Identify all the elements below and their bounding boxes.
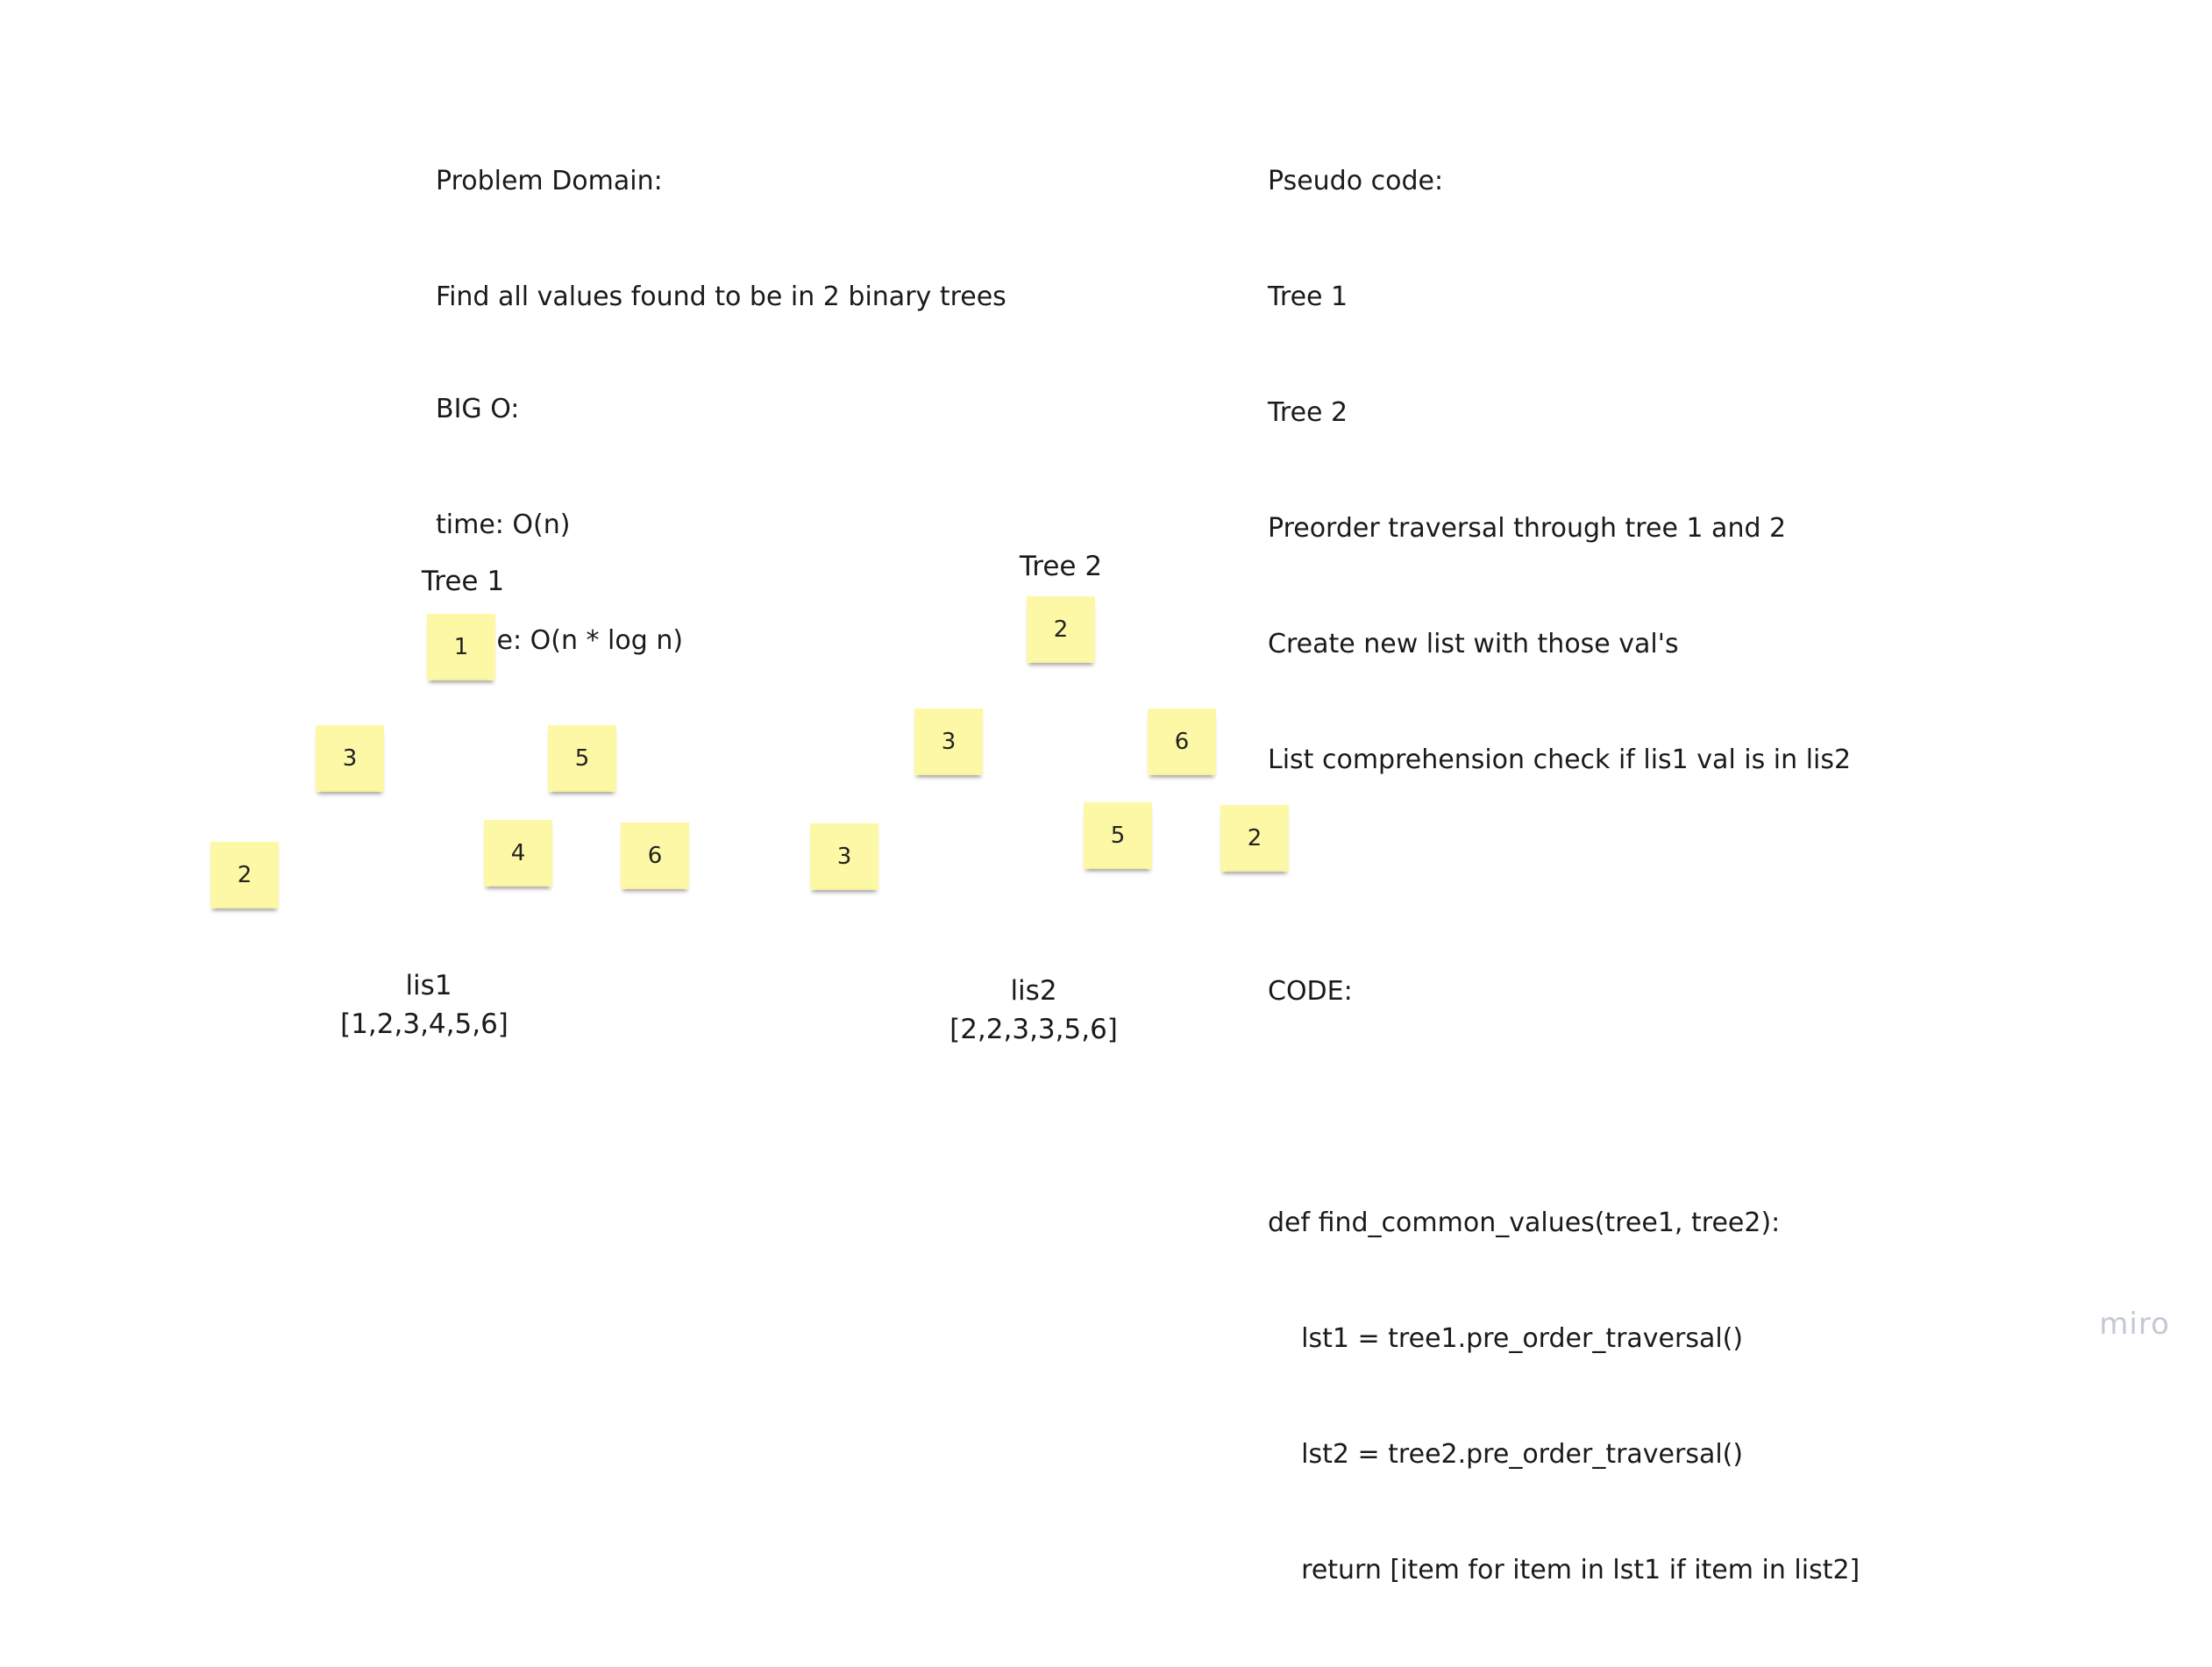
tree2-node-root[interactable]: 2 <box>1027 596 1095 663</box>
pseudo-code-line: Tree 1 <box>1268 281 1348 312</box>
pseudo-code-line: Tree 2 <box>1268 397 1348 428</box>
tree1-node-left[interactable]: 3 <box>316 725 384 792</box>
whiteboard-canvas[interactable]: Problem Domain: Find all values found to… <box>0 0 2212 1585</box>
pseudo-code-line: Create new list with those val's <box>1268 629 1679 659</box>
big-o-heading: BIG O: <box>436 394 520 424</box>
tree2-node-left-left[interactable]: 3 <box>810 823 878 890</box>
blank-line <box>1268 1088 1860 1127</box>
tree1-node-right-left[interactable]: 4 <box>484 820 552 887</box>
tree1-node-right-right[interactable]: 6 <box>621 823 689 889</box>
lis2-value[interactable]: [2,2,3,3,5,6] <box>950 1014 1118 1045</box>
lis1-name[interactable]: lis1 <box>405 970 452 1001</box>
pseudo-code-text[interactable]: Pseudo code: Tree 1 Tree 2 Preorder trav… <box>1268 85 1860 1667</box>
lis1-value[interactable]: [1,2,3,4,5,6] <box>340 1008 509 1040</box>
code-heading: CODE: <box>1268 976 1353 1007</box>
problem-domain-text[interactable]: Problem Domain: Find all values found to… <box>436 85 1006 394</box>
tree1-title[interactable]: Tree 1 <box>421 566 505 597</box>
code-line: def find_common_values(tree1, tree2): <box>1268 1208 1781 1238</box>
code-line: lst1 = tree1.pre_order_traversal() <box>1268 1323 1744 1354</box>
tree1-node-root[interactable]: 1 <box>427 614 495 680</box>
tree1-node-right[interactable]: 5 <box>548 725 616 792</box>
tree2-title[interactable]: Tree 2 <box>1019 551 1103 582</box>
tree2-node-right-right[interactable]: 2 <box>1220 805 1289 872</box>
tree2-node-right[interactable]: 6 <box>1148 709 1216 775</box>
blank-line <box>1268 857 1860 895</box>
tree2-node-right-left[interactable]: 5 <box>1084 802 1152 869</box>
pseudo-code-heading: Pseudo code: <box>1268 166 1444 196</box>
tree1-node-left-left[interactable]: 2 <box>210 842 279 908</box>
code-line: lst2 = tree2.pre_order_traversal() <box>1268 1439 1744 1470</box>
tree2-node-left[interactable]: 3 <box>914 709 983 775</box>
pseudo-code-line: Preorder traversal through tree 1 and 2 <box>1268 513 1787 544</box>
big-o-time: time: O(n) <box>436 509 571 540</box>
problem-domain-heading: Problem Domain: <box>436 166 663 196</box>
problem-domain-description: Find all values found to be in 2 binary … <box>436 281 1006 312</box>
miro-logo: miro <box>2099 1307 2170 1342</box>
pseudo-code-line: List comprehension check if lis1 val is … <box>1268 744 1852 775</box>
lis2-name[interactable]: lis2 <box>1010 975 1057 1007</box>
code-line: return [item for item in lst1 if item in… <box>1268 1555 1860 1585</box>
